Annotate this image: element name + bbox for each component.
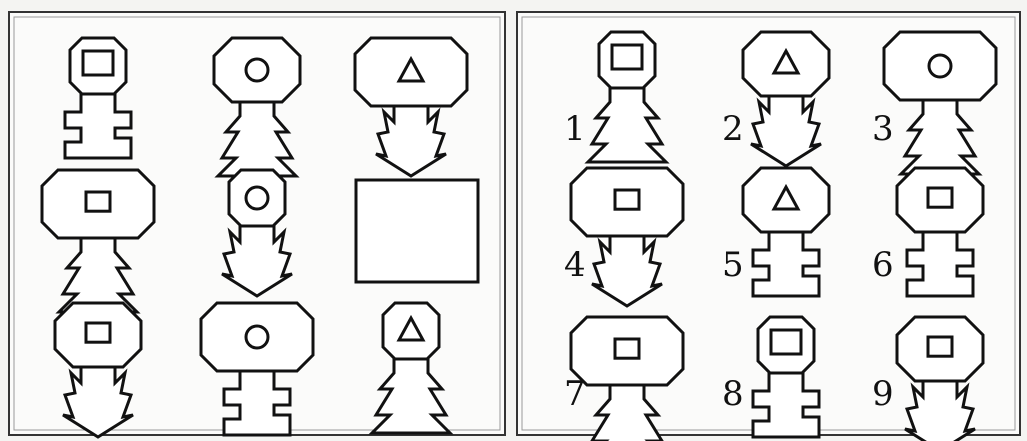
circle-symbol — [246, 187, 268, 209]
circle-symbol — [246, 59, 268, 81]
figure-tail — [905, 381, 975, 441]
circle-symbol — [246, 326, 268, 348]
square-symbol — [86, 192, 110, 211]
option-number[interactable]: 3 — [872, 109, 894, 149]
square-symbol — [928, 188, 952, 207]
square-symbol — [928, 337, 952, 356]
square-symbol — [612, 45, 642, 69]
option-number[interactable]: 9 — [872, 374, 894, 414]
answer-options: 1 2 3 4 5 6 7 8 9 — [564, 32, 996, 441]
option-number[interactable]: 7 — [564, 374, 586, 414]
option-number[interactable]: 6 — [872, 245, 894, 285]
square-symbol — [771, 330, 801, 354]
panel-frames — [9, 12, 1020, 435]
circle-symbol — [929, 55, 951, 77]
square-symbol — [86, 323, 110, 342]
option-number[interactable]: 2 — [722, 109, 744, 149]
square-symbol — [83, 51, 113, 75]
square-symbol — [615, 339, 639, 358]
square-symbol — [615, 190, 639, 209]
option-number[interactable]: 1 — [564, 109, 586, 149]
matrix-figure — [222, 170, 292, 296]
missing-cell — [356, 180, 478, 282]
option-number[interactable]: 5 — [722, 245, 744, 285]
option-number[interactable]: 4 — [564, 245, 586, 285]
option-number[interactable]: 8 — [722, 374, 744, 414]
matrix-grid — [42, 38, 478, 437]
